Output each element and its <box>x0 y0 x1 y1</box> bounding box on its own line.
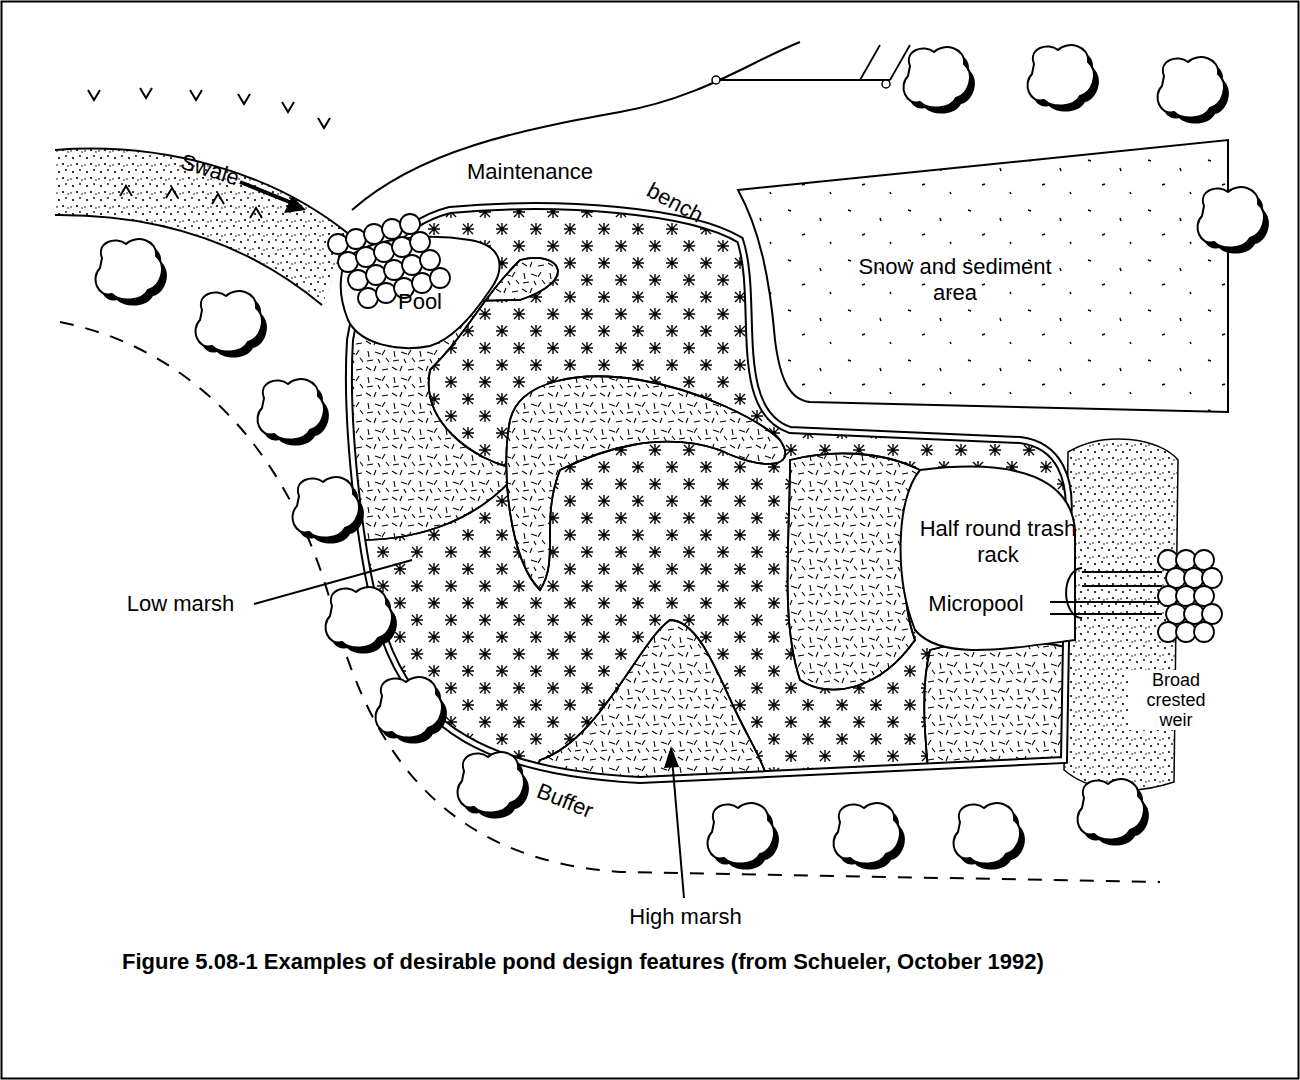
riprap-stone <box>1202 568 1222 588</box>
riprap-stone <box>384 260 404 280</box>
riprap-stone <box>1184 604 1204 624</box>
riprap-stone <box>1158 550 1178 570</box>
riprap-stone <box>346 229 366 249</box>
riprap-stone <box>420 250 440 270</box>
part-label: Maintenance <box>445 159 615 185</box>
pool-area: Pool <box>370 282 470 322</box>
riprap-stone <box>410 232 430 252</box>
part-label: Half round trash rack <box>912 516 1084 568</box>
riprap-stone <box>364 224 384 244</box>
riprap-stone <box>1176 622 1196 642</box>
micropool-area: Micropool <box>918 586 1034 622</box>
riprap-stone <box>402 255 422 275</box>
node-text: Snow and sediment area <box>835 254 1075 306</box>
riprap-stone <box>1158 586 1178 606</box>
riprap-stone <box>400 214 420 234</box>
riprap-stone <box>1202 604 1222 624</box>
node-text: Pool <box>398 289 442 315</box>
riprap-stone <box>374 242 394 262</box>
riprap-stone <box>1184 568 1204 588</box>
node-text: Swale <box>178 149 243 191</box>
riprap-stone <box>1176 586 1196 606</box>
riprap-stone <box>430 268 450 288</box>
part-label: Broad crested weir <box>1128 670 1224 730</box>
zone-label: High marsh <box>608 904 763 930</box>
riprap-stone <box>1194 586 1214 606</box>
swale-band: Swale <box>150 150 270 190</box>
snow-sediment-area: Snow and sediment area <box>835 248 1075 312</box>
riprap-stone <box>348 270 368 290</box>
riprap-stone <box>358 288 378 308</box>
riprap-stone <box>1166 604 1186 624</box>
zone-label: Low marsh <box>108 591 253 617</box>
riprap-stone <box>376 283 396 303</box>
node-text: Micropool <box>928 591 1023 617</box>
riprap-stone <box>328 234 348 254</box>
riprap-stone <box>366 265 386 285</box>
riprap-stone <box>356 247 376 267</box>
riprap-stone <box>382 219 402 239</box>
riprap-stone <box>1194 622 1214 642</box>
riprap-stone <box>1158 622 1178 642</box>
figure-caption: Figure 5.08-1 Examples of desirable pond… <box>122 948 1122 975</box>
riprap-stone <box>1194 550 1214 570</box>
riprap-stone <box>392 237 412 257</box>
riprap-stone <box>1166 568 1186 588</box>
riprap-stone <box>1176 550 1196 570</box>
riprap-stone <box>338 252 358 272</box>
